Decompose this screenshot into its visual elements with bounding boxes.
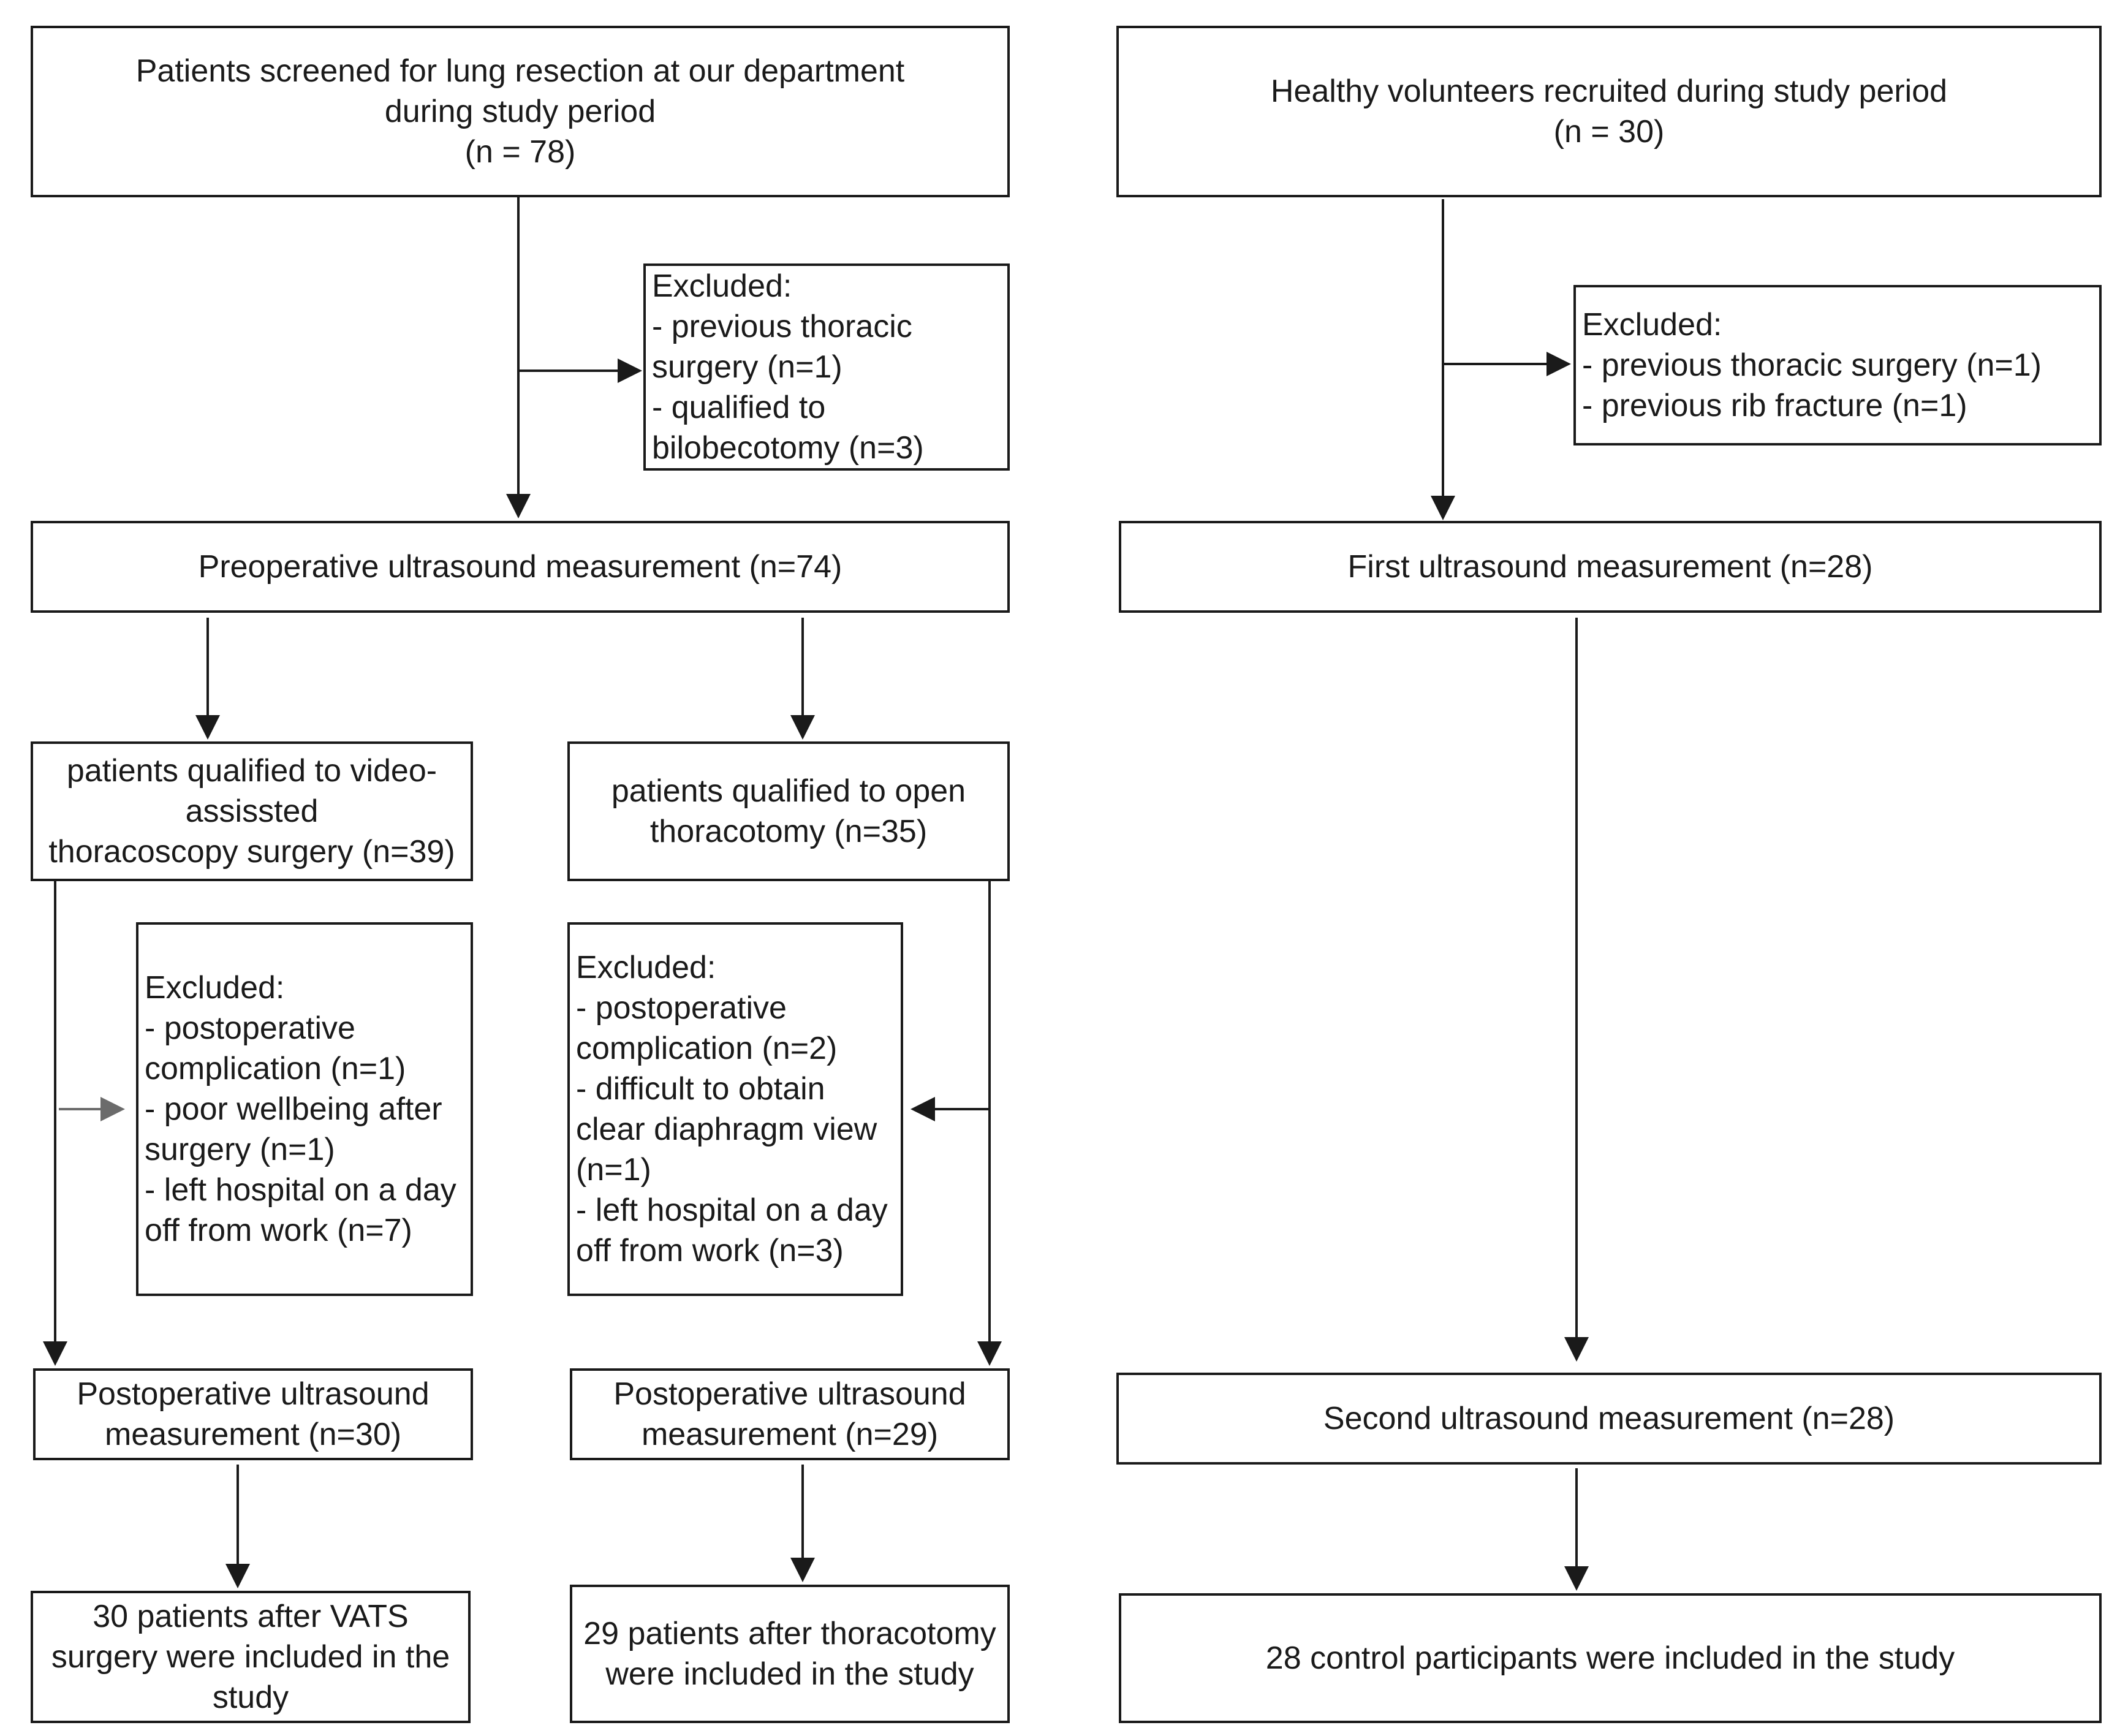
box-text-line: Excluded: (1582, 307, 1722, 343)
box-text-line: complication (n=1) (145, 1051, 406, 1086)
screened-patients-box: Patients screened for lung resection at … (31, 26, 1010, 197)
box-text-line: Excluded: (576, 950, 716, 985)
open-postop-measurement-box: Postoperative ultrasound measurement (n=2… (570, 1368, 1010, 1460)
box-text-line: (n = 30) (1553, 114, 1665, 150)
box-text-line: thoracotomy (n=35) (649, 814, 928, 849)
box-text-line: Second ultrasound measurement (n=28) (1323, 1401, 1895, 1436)
vats-excluded-box: Excluded: - postoperative complication (n=… (136, 922, 473, 1296)
box-text-line: Healthy volunteers recruited during stud… (1270, 74, 1948, 109)
box-text-line: during study period (384, 94, 656, 129)
box-text-line: (n = 78) (464, 134, 576, 170)
box-text-line: were included in the study (605, 1656, 974, 1692)
box-text-line: surgery were included in the (51, 1639, 450, 1675)
box-text-line: measurement (n=29) (641, 1417, 939, 1452)
box-text-line: assissted (185, 794, 319, 829)
vats-final-box: 30 patients after VATS surgery were inclu… (31, 1591, 471, 1723)
box-text-line: First ultrasound measurement (n=28) (1347, 549, 1873, 585)
controls-final-box: 28 control participants were included in… (1119, 1593, 2102, 1723)
box-text-line: complication (n=2) (576, 1031, 838, 1066)
box-text-line: surgery (n=1) (652, 349, 842, 385)
box-text-line: off from work (n=3) (576, 1233, 844, 1268)
box-text-line: Patients screened for lung resection at … (135, 53, 905, 89)
box-text-line: 28 control participants were included in… (1265, 1640, 1955, 1676)
box-text-line: surgery (n=1) (145, 1132, 335, 1167)
healthy-volunteers-box: Healthy volunteers recruited during stud… (1116, 26, 2102, 197)
box-text-line: Postoperative ultrasound (77, 1376, 430, 1412)
box-text-line: 30 patients after VATS (93, 1599, 409, 1634)
box-text-line: Preoperative ultrasound measurement (n=7… (198, 549, 842, 585)
box-text-line: bilobecotomy (n=3) (652, 430, 924, 466)
box-text-line: - poor wellbeing after (145, 1091, 442, 1127)
box-text-line: - previous thoracic surgery (n=1) (1582, 347, 2042, 383)
box-text-line: Postoperative ultrasound (613, 1376, 966, 1412)
vats-qualified-box: patients qualified to video-assissted tho… (31, 741, 473, 881)
box-text-line: - left hospital on a day (576, 1192, 888, 1228)
box-text-line: - previous rib fracture (n=1) (1582, 388, 1967, 423)
preoperative-measurement-box: Preoperative ultrasound measurement (n=7… (31, 521, 1010, 613)
open-final-box: 29 patients after thoracotomy were includ… (570, 1585, 1010, 1723)
box-text-line: - postoperative (145, 1010, 355, 1046)
box-text-line: Excluded: (145, 970, 285, 1006)
box-text-line: - postoperative (576, 990, 787, 1026)
box-text-line: off from work (n=7) (145, 1213, 412, 1248)
vats-postop-measurement-box: Postoperative ultrasound measurement (n=3… (33, 1368, 473, 1460)
box-text-line: - qualified to (652, 390, 826, 425)
open-qualified-box: patients qualified to open thoracotomy (n… (567, 741, 1010, 881)
box-text-line: (n=1) (576, 1152, 651, 1188)
open-excluded-box: Excluded: - postoperative complication (n=… (567, 922, 903, 1296)
box-text-line: patients qualified to open (611, 773, 966, 809)
box-text-line: study (212, 1680, 289, 1715)
box-text-line: Excluded: (652, 268, 792, 304)
box-text-line: thoracoscopy surgery (n=39) (48, 834, 455, 870)
controls-excluded-box: Excluded: - previous thoracic surgery (n=… (1573, 285, 2102, 445)
box-text-line: - difficult to obtain (576, 1071, 825, 1107)
box-text-line: measurement (n=30) (104, 1417, 402, 1452)
first-measurement-box: First ultrasound measurement (n=28) (1119, 521, 2102, 613)
box-text-line: - left hospital on a day (145, 1172, 456, 1208)
box-text-line: 29 patients after thoracotomy (583, 1616, 996, 1651)
box-text-line: patients qualified to video- (66, 753, 437, 789)
box-text-line: - previous thoracic (652, 309, 912, 344)
box-text-line: clear diaphragm view (576, 1112, 877, 1147)
excluded-before-preop-box: Excluded: - previous thoracic surgery (n=1… (643, 263, 1010, 471)
second-measurement-box: Second ultrasound measurement (n=28) (1116, 1373, 2102, 1465)
